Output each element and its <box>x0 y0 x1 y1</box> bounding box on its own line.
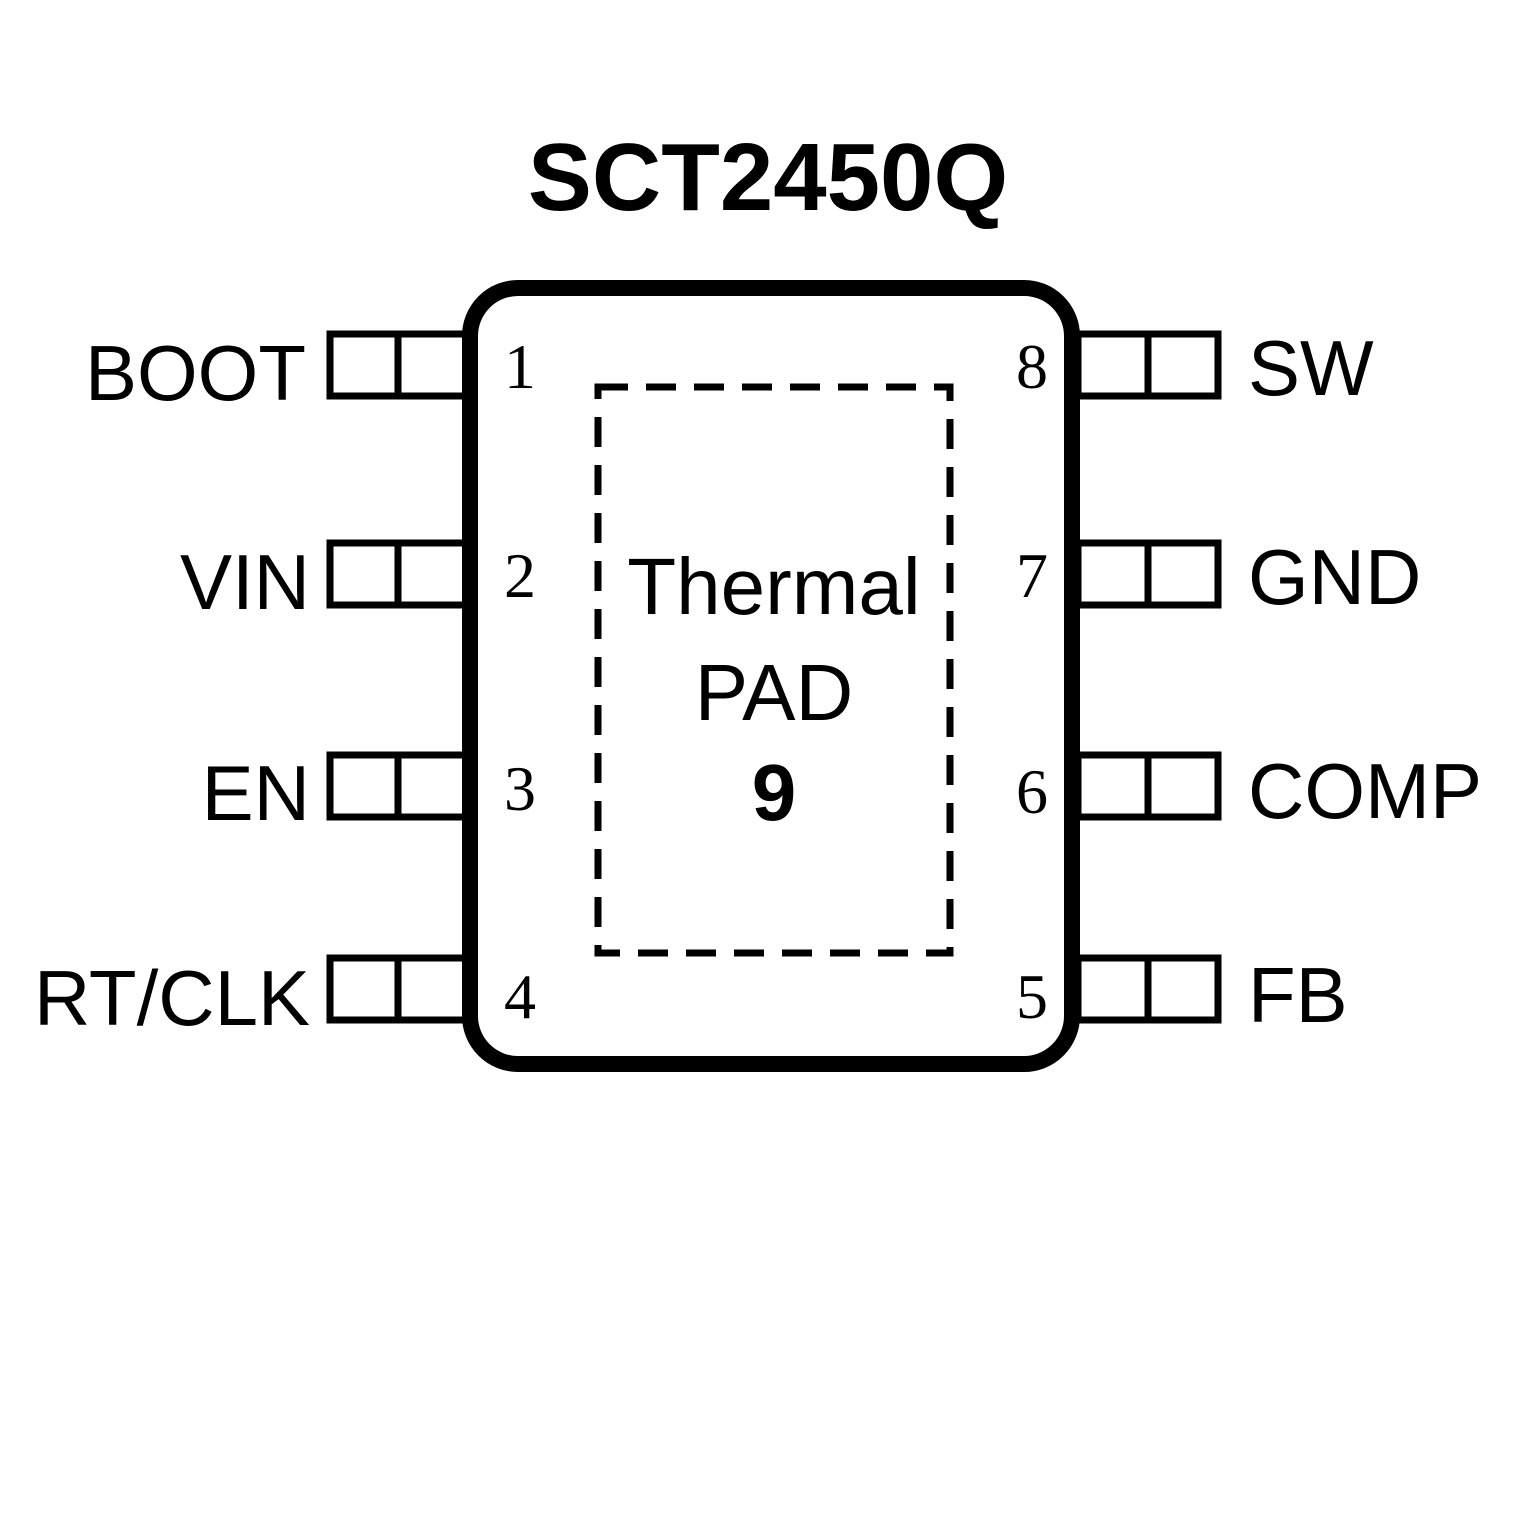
right-pins <box>1074 330 1222 1024</box>
pin-name-vin: VIN <box>180 538 310 626</box>
pin-number-3: 3 <box>504 753 536 824</box>
pin-number-7: 7 <box>1016 540 1048 611</box>
pin-number-5: 5 <box>1016 961 1048 1032</box>
pin-name-sw: SW <box>1248 324 1374 412</box>
pin-name-en: EN <box>202 749 310 837</box>
chip-title: SCT2450Q <box>528 124 1008 231</box>
pin-name-rt-clk: RT/CLK <box>34 954 310 1042</box>
pin-number-6: 6 <box>1016 756 1048 827</box>
pin-number-4: 4 <box>504 961 536 1032</box>
pin-name-comp: COMP <box>1248 747 1482 835</box>
pin-number-8: 8 <box>1016 331 1048 402</box>
pin-number-2: 2 <box>504 540 536 611</box>
package-body <box>462 280 1080 1072</box>
pin-name-fb: FB <box>1248 951 1348 1039</box>
pin-name-gnd: GND <box>1248 533 1421 621</box>
thermal-pad-number: 9 <box>752 748 797 837</box>
pin-name-boot: BOOT <box>85 329 306 417</box>
thermal-pad-outline <box>594 383 954 957</box>
pin-number-1: 1 <box>504 331 536 402</box>
thermal-pad-label-line1: Thermal <box>627 542 920 631</box>
thermal-pad-label-line2: PAD <box>695 648 854 737</box>
left-pins <box>326 330 470 1024</box>
